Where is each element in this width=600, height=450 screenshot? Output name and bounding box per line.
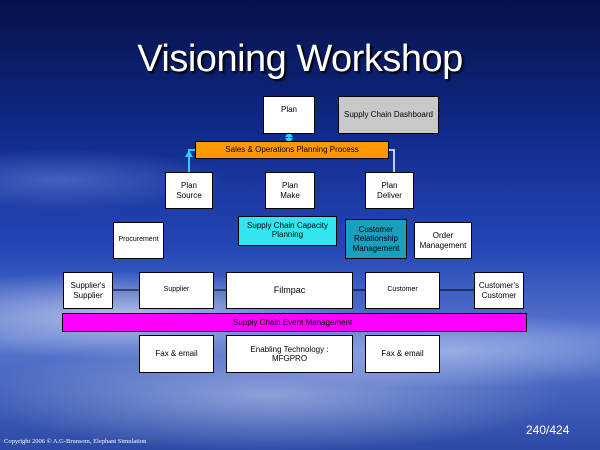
crm-box: Customer Relationship Management (345, 219, 407, 259)
sop-right-connector (389, 149, 395, 172)
enabling-technology-box: Enabling Technology : MFGPRO (226, 335, 353, 373)
plan-make-box: Plan Make (265, 172, 315, 209)
fax-email-right-box: Fax & email (365, 335, 440, 373)
crm-label: Customer Relationship Management (352, 225, 400, 253)
plan-deliver-box: Plan Deliver (365, 172, 414, 209)
event-management-box: Supply Chain Event Management (62, 313, 527, 332)
event-management-label: Supply Chain Event Management (233, 317, 353, 327)
suppliers-supplier-label: Supplier's Supplier (70, 281, 106, 300)
filmpac-box: Filmpac (226, 272, 353, 309)
capacity-planning-box: Supply Chain Capacity Planning (238, 216, 337, 246)
customer-label: Customer (387, 286, 418, 294)
plan-source-label: Plan Source (176, 181, 202, 200)
fax-email-right-label: Fax & email (381, 349, 424, 359)
customers-customer-box: Customer's Customer (474, 272, 524, 309)
supply-chain-dashboard-label: Supply Chain Dashboard (344, 110, 433, 120)
enabling-technology-label: Enabling Technology : MFGPRO (250, 344, 329, 363)
supplier-label: Supplier (163, 286, 190, 294)
plan-deliver-label: Plan Deliver (377, 181, 402, 200)
procurement-box: Procurement (113, 222, 164, 259)
sop-process-box: Sales & Operations Planning Process (195, 141, 389, 159)
procurement-label: Procurement (118, 236, 159, 244)
order-management-box: Order Management (414, 222, 472, 259)
arrow-up-icon (185, 150, 193, 157)
customer-box: Customer (365, 272, 440, 309)
fax-email-left-label: Fax & email (155, 349, 198, 359)
copyright-text: Copyright 2006 © A.G-Brunsom, Elephant S… (4, 438, 147, 445)
page-number: 240/424 (526, 423, 570, 437)
supply-chain-dashboard-box: Supply Chain Dashboard (338, 96, 439, 134)
plan-make-label: Plan Make (280, 181, 300, 200)
fax-email-left-box: Fax & email (139, 335, 214, 373)
plan-source-box: Plan Source (165, 172, 213, 209)
plan-label: Plan (280, 105, 297, 114)
order-management-label: Order Management (419, 231, 467, 250)
capacity-planning-label: Supply Chain Capacity Planning (247, 221, 328, 240)
filmpac-label: Filmpac (273, 285, 306, 296)
supplier-box: Supplier (139, 272, 214, 309)
suppliers-supplier-box: Supplier's Supplier (63, 272, 113, 309)
arrow-up-icon (285, 131, 293, 137)
slide-title: Visioning Workshop (137, 38, 463, 80)
plan-box: Plan (263, 96, 315, 134)
customers-customer-label: Customer's Customer (478, 281, 520, 300)
sop-process-label: Sales & Operations Planning Process (225, 145, 359, 155)
